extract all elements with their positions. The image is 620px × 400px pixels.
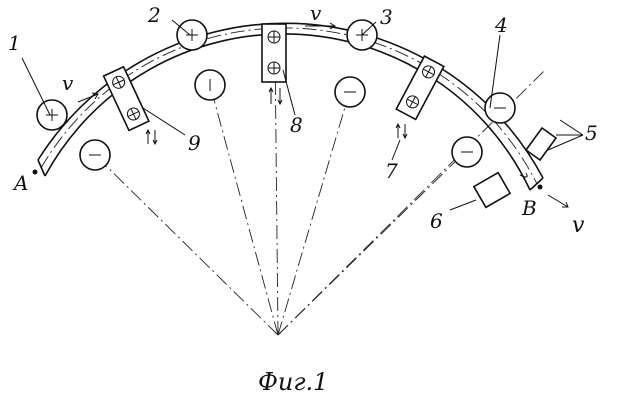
label-1: 1 [8,31,21,55]
point-b-marker [538,185,543,190]
roller-2-top [177,20,207,50]
roller-1-bottom [80,140,110,170]
label-5: 5 [585,121,598,145]
label-8: 8 [290,113,303,137]
roller-4-top [485,93,515,123]
guide-7 [396,56,444,119]
roller-4-bottom [452,137,482,167]
roller-3-bottom [335,77,365,107]
guide-motion-arrows [146,88,407,144]
label-7: 7 [385,159,398,183]
device-6 [474,173,510,208]
label-point-b: B [521,196,537,220]
label-point-a: A [12,171,28,195]
roller-1-top [37,100,67,130]
label-6: 6 [430,209,443,233]
label-2: 2 [147,3,161,27]
figure-caption: Фиг.1 [258,368,328,396]
label-3: 3 [380,5,393,29]
label-4: 4 [494,13,508,37]
label-velocity-top: v [310,1,322,25]
guide-8 [262,24,286,82]
label-9: 9 [188,131,201,155]
point-a-marker [33,170,38,175]
guide-9 [104,67,149,131]
roller-2-bottom [195,70,225,100]
label-velocity-right: v [572,213,585,238]
label-velocity-left: v [62,71,74,95]
